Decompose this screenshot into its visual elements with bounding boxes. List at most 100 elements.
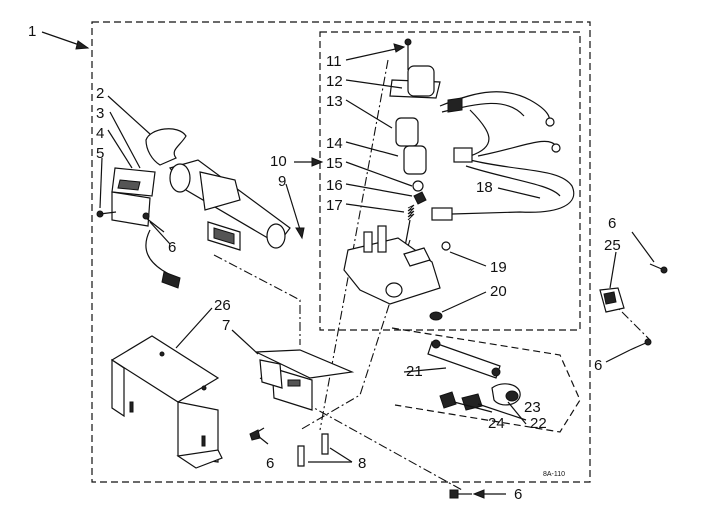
- part-20-nut: [429, 311, 443, 321]
- bracket-4: [111, 191, 151, 227]
- bracket-26-right-leg: [177, 401, 219, 463]
- screw-11-head: [404, 38, 412, 46]
- leader-16: [345, 183, 413, 197]
- screw-6a-head: [142, 212, 150, 220]
- leader-26: [175, 307, 213, 349]
- harness-wire-f: [465, 165, 561, 197]
- valve-post-1: [363, 231, 373, 253]
- leader-15: [345, 161, 413, 187]
- pins-8: [297, 433, 353, 467]
- label-25: 25: [604, 237, 621, 254]
- leader-6c: [631, 231, 655, 263]
- drawing-code: 8A-110: [543, 471, 565, 478]
- label-6a: 6: [168, 239, 176, 256]
- leader-17: [345, 203, 405, 213]
- arrow-11: [393, 43, 406, 53]
- burner-assembly: [96, 128, 291, 289]
- part-22-tip: [505, 390, 519, 402]
- bracket-26-foot: [176, 449, 223, 469]
- label-18: 18: [476, 179, 493, 196]
- leader-8b: [329, 447, 353, 463]
- part-21-rod: [427, 341, 501, 379]
- part-16-nut: [413, 191, 427, 205]
- arrow-6e: [472, 489, 485, 499]
- label-7: 7: [222, 317, 230, 334]
- leader-11: [345, 47, 401, 61]
- screw-6e-head: [449, 489, 459, 499]
- bracket-7-body: [271, 367, 313, 411]
- label-10: 10: [270, 153, 287, 170]
- leader-23: [477, 403, 527, 421]
- label-12: 12: [326, 73, 343, 90]
- leader-5: [99, 157, 103, 209]
- screw-5-shaft: [99, 211, 117, 215]
- bracket-7: [249, 349, 355, 441]
- pin-8-b: [321, 433, 329, 455]
- valve-post-2: [377, 225, 387, 253]
- harness-wire-e: [451, 159, 575, 215]
- harness-plug: [447, 97, 463, 113]
- label-2: 2: [96, 85, 104, 102]
- leader-18: [497, 187, 541, 199]
- leader-12: [345, 79, 403, 89]
- harness-wire-c: [469, 109, 490, 157]
- label-21: 21: [406, 363, 423, 380]
- part-23: [461, 393, 483, 411]
- part-19: [441, 241, 451, 251]
- leader-14: [345, 141, 399, 157]
- burner-orifice: [266, 223, 286, 249]
- screw-6a: [145, 217, 165, 233]
- leader-3: [109, 111, 141, 169]
- label-6c: 6: [608, 215, 616, 232]
- part-13-coil: [395, 117, 419, 147]
- label-4: 4: [96, 125, 104, 142]
- harness-connector-2: [431, 207, 453, 221]
- leader-13: [345, 99, 393, 129]
- leader-22: [507, 401, 527, 425]
- part-24: [439, 391, 457, 409]
- leader-7: [231, 329, 259, 355]
- leader-lines: [99, 43, 655, 445]
- label-6e: 6: [514, 486, 522, 503]
- valve-stack: [343, 38, 451, 321]
- burner-tube-end: [169, 163, 191, 193]
- leader-4: [107, 129, 133, 169]
- label-14: 14: [326, 135, 343, 152]
- label-6d: 6: [594, 357, 602, 374]
- wire-harness: [431, 91, 575, 221]
- bracket-25-clip: [603, 291, 617, 305]
- screw-6d-head: [644, 338, 652, 346]
- bracket-26-hole-2: [201, 385, 207, 391]
- leader-25: [609, 251, 617, 289]
- label-20: 20: [490, 283, 507, 300]
- valve-port: [385, 282, 403, 298]
- screw-6c-head: [660, 266, 668, 274]
- igniter-group-box: [391, 327, 581, 433]
- burner-plate-shadow: [213, 227, 235, 245]
- bracket-26-left-leg: [111, 358, 125, 418]
- arrow-9: [295, 227, 305, 240]
- pin-8-a: [297, 445, 305, 467]
- alignment-line-e: [609, 299, 651, 341]
- label-13: 13: [326, 93, 343, 110]
- thermocouple-connector: [161, 271, 181, 289]
- part-12-coil: [407, 65, 435, 97]
- leader-21: [403, 367, 447, 373]
- label-15: 15: [326, 155, 343, 172]
- label-3: 3: [96, 105, 104, 122]
- leader-9: [285, 183, 303, 237]
- label-26: 26: [214, 297, 231, 314]
- mounting-bracket-26: [110, 335, 223, 469]
- valve-subassembly-border: [319, 31, 581, 331]
- label-23: 23: [524, 399, 541, 416]
- bracket-7-slot: [287, 379, 301, 387]
- leader-6d: [605, 349, 631, 363]
- flame-spreader: [145, 128, 187, 166]
- bracket-26-slot-2: [201, 435, 206, 447]
- bracket-4-slot: [117, 179, 141, 191]
- leader-6a: [149, 221, 171, 245]
- bracket-26-slot-1: [129, 401, 134, 413]
- leader-6b: [257, 435, 269, 445]
- leader-19: [449, 251, 487, 267]
